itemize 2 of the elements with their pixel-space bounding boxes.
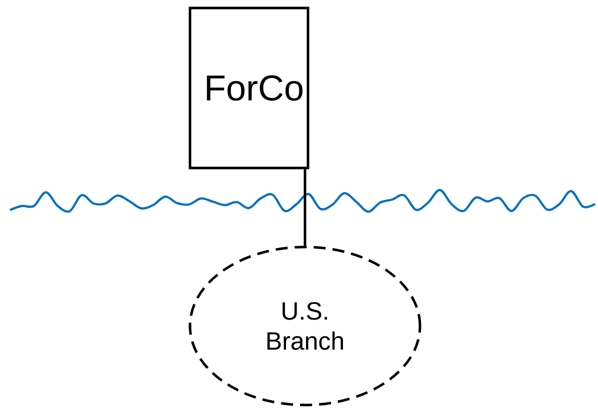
entity-box: ForCo	[188, 6, 310, 170]
connector-line	[304, 169, 306, 246]
